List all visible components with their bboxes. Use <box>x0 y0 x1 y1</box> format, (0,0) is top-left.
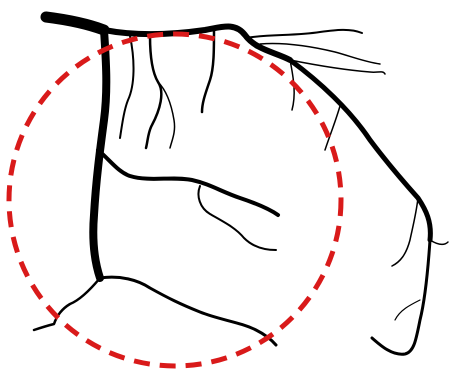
coronary-vessel-diagram <box>0 0 454 390</box>
